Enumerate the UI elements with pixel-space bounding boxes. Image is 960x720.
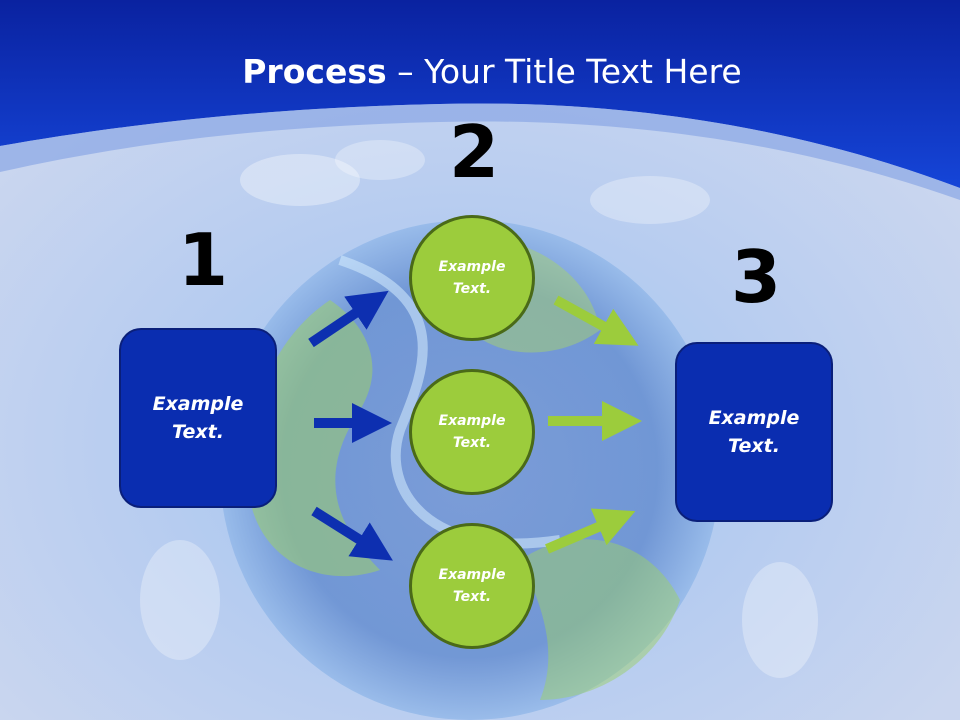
circle-middle: Example Text. [409,369,535,495]
header-arc [0,103,960,200]
cloud [742,562,818,678]
land-left [248,300,380,577]
circle-top: Example Text. [409,215,535,341]
right-box-text: Example Text. [708,406,800,458]
title-rest: – Your Title Text Here [386,52,742,91]
cloud [335,140,425,180]
cloud [590,176,710,224]
circle-bottom-text: Example Text. [438,566,506,605]
step-number-2: 2 [449,110,500,194]
title-bold: Process [242,52,387,91]
right-process-box: Example Text. [675,342,833,522]
cloud [240,154,360,206]
left-box-text: Example Text. [152,392,244,444]
cloud [140,540,220,660]
circle-bottom: Example Text. [409,523,535,649]
slide-title: Process – Your Title Text Here [0,52,960,91]
step-number-1: 1 [178,218,229,302]
left-process-box: Example Text. [119,328,277,508]
circle-top-text: Example Text. [438,258,506,297]
land-bottom [520,539,680,700]
step-number-3: 3 [731,235,782,319]
header-band [0,0,960,188]
circle-middle-text: Example Text. [438,412,506,451]
